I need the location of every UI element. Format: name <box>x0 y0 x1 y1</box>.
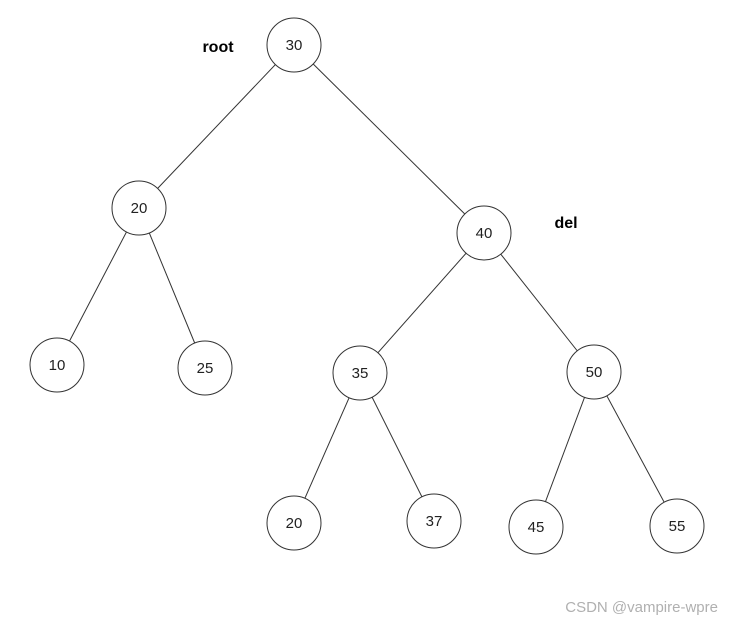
edge-n35-n37 <box>359 372 435 522</box>
watermark: CSDN @vampire-wpre <box>565 599 718 616</box>
edge-n50-n45 <box>535 371 595 528</box>
node-circle <box>566 344 622 400</box>
tree-node-n45: 45 <box>508 499 564 555</box>
tree-node-n55: 55 <box>649 498 705 554</box>
node-label: 37 <box>426 513 443 530</box>
node-label: 50 <box>586 364 603 381</box>
node-label: 20 <box>286 515 303 532</box>
node-label: 40 <box>476 225 493 242</box>
node-label: 45 <box>528 519 545 536</box>
node-circle <box>177 340 233 396</box>
tree-node-n35: 35 <box>332 345 388 401</box>
edge-n20a-n10 <box>56 207 140 366</box>
tree-node-n37: 37 <box>406 493 462 549</box>
edge-n30-n20a <box>138 44 295 209</box>
node-label: 30 <box>286 37 303 54</box>
tree-node-n30: 30 <box>266 17 322 73</box>
tree-node-n20b: 20 <box>266 495 322 551</box>
tree-annotations: root del <box>202 39 577 232</box>
node-label: 10 <box>49 357 66 374</box>
node-circle <box>508 499 564 555</box>
node-label: 20 <box>131 200 148 217</box>
tree-node-n25: 25 <box>177 340 233 396</box>
node-circle <box>332 345 388 401</box>
node-circle <box>266 495 322 551</box>
tree-node-n10: 10 <box>29 337 85 393</box>
edge-n20a-n25 <box>138 207 206 369</box>
node-circle <box>29 337 85 393</box>
edge-n40-n35 <box>359 232 485 374</box>
edge-n50-n55 <box>593 371 678 527</box>
root-label: root <box>202 39 234 56</box>
node-label: 35 <box>352 365 369 382</box>
edge-n30-n40 <box>293 44 485 234</box>
node-circle <box>649 498 705 554</box>
node-circle <box>111 180 167 236</box>
tree-nodes: 30 20 40 10 25 35 50 20 37 45 55 <box>29 17 705 555</box>
node-circle <box>266 17 322 73</box>
node-label: 55 <box>669 518 686 535</box>
edge-n40-n50 <box>483 232 595 373</box>
tree-node-n50: 50 <box>566 344 622 400</box>
tree-edges <box>56 44 678 528</box>
del-label: del <box>554 215 577 232</box>
tree-node-n40: 40 <box>456 205 512 261</box>
node-circle <box>406 493 462 549</box>
node-circle <box>456 205 512 261</box>
tree-node-n20a: 20 <box>111 180 167 236</box>
node-label: 25 <box>197 360 214 377</box>
